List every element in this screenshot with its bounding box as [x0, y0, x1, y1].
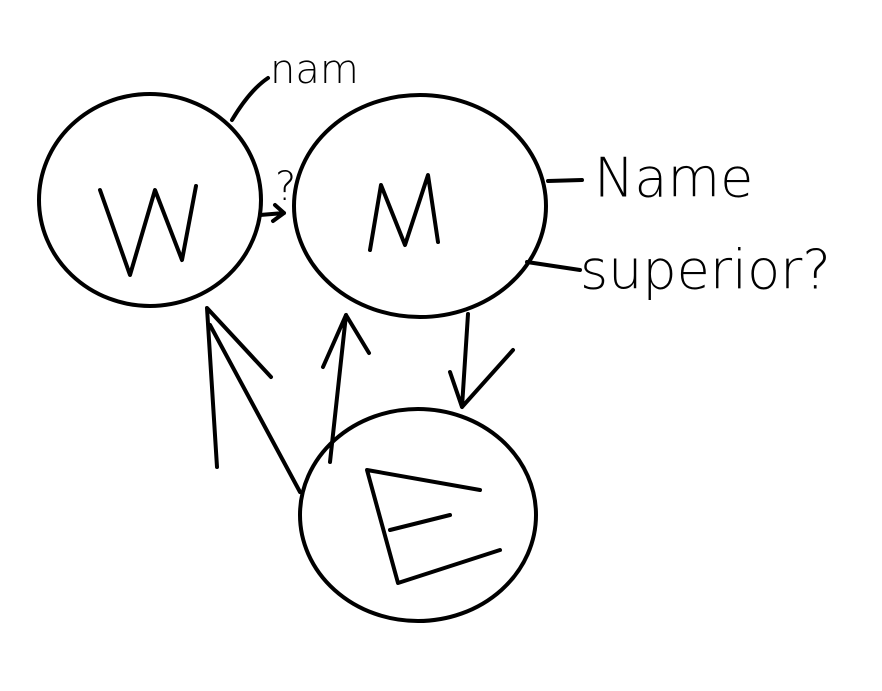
edge-m-to-e-line	[448, 312, 515, 409]
node-w-circle	[37, 92, 263, 308]
attribute-m-name-label: Name	[594, 147, 753, 210]
attribute-w-nam-label: nam	[270, 47, 359, 93]
attribute-w-nam: nam	[230, 47, 359, 122]
edge-w-to-m-arrow	[258, 203, 286, 223]
node-m-letter-stroke	[368, 173, 440, 252]
edge-e-to-w	[205, 306, 302, 494]
attribute-w-nam-line	[230, 76, 270, 122]
edge-w-to-m: ?	[258, 164, 296, 223]
edge-m-to-e	[448, 312, 515, 409]
node-e-letter-stroke	[365, 468, 502, 585]
node-w-letter-stroke	[98, 184, 198, 277]
edge-e-to-m	[321, 313, 371, 464]
attribute-m-name-line	[546, 178, 584, 183]
node-e-circle	[298, 407, 538, 623]
attribute-m-superior-label: superior?	[580, 239, 831, 302]
node-w: W	[37, 92, 263, 308]
edge-e-to-w-line-2	[208, 323, 302, 494]
node-m: M	[292, 93, 548, 319]
attribute-m-superior-line	[525, 260, 582, 272]
edge-w-to-m-question-label: ?	[275, 164, 296, 210]
node-e: E	[298, 407, 538, 623]
node-m-circle	[292, 93, 548, 319]
attribute-m-superior: superior?	[525, 239, 831, 302]
attribute-m-name: Name	[546, 147, 753, 210]
edge-e-to-w-line-1	[205, 306, 273, 469]
edge-e-to-m-line	[321, 313, 371, 464]
